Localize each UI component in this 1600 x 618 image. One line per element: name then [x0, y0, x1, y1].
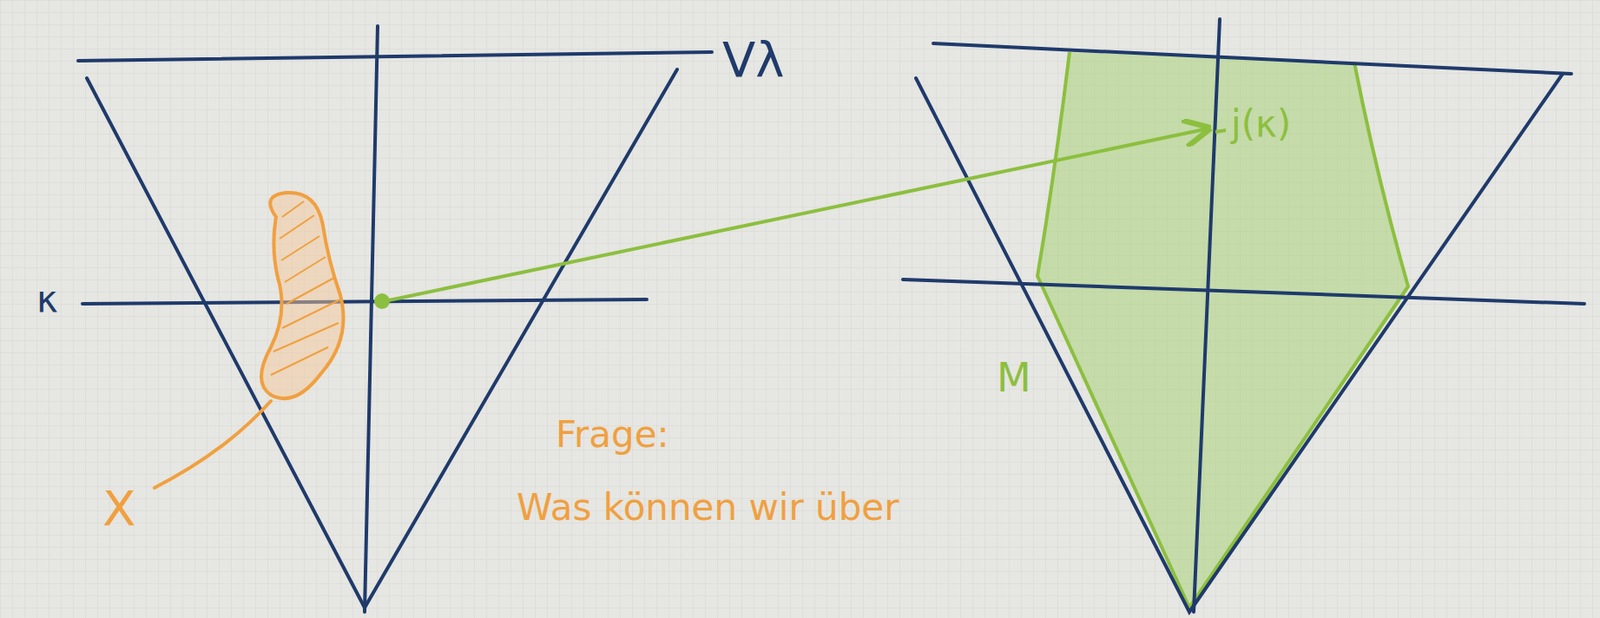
kappa-dot [374, 293, 390, 310]
set-blob [261, 192, 344, 399]
model-outline [1037, 52, 1409, 608]
question-text: Was können wir über [516, 487, 899, 528]
question-heading: Frage: [555, 414, 670, 455]
model-label: M [996, 355, 1032, 401]
leader-line [154, 401, 271, 488]
cardinal-label: κ [36, 279, 59, 320]
model-region [1037, 52, 1409, 608]
set-label: X [102, 481, 136, 536]
embedding-arrow [388, 128, 1209, 301]
right-cone [902, 19, 1585, 613]
tick [1215, 130, 1226, 132]
blob-hatching [270, 201, 341, 376]
universe-label: Vλ [722, 32, 784, 87]
image-label: j(κ) [1231, 104, 1291, 145]
